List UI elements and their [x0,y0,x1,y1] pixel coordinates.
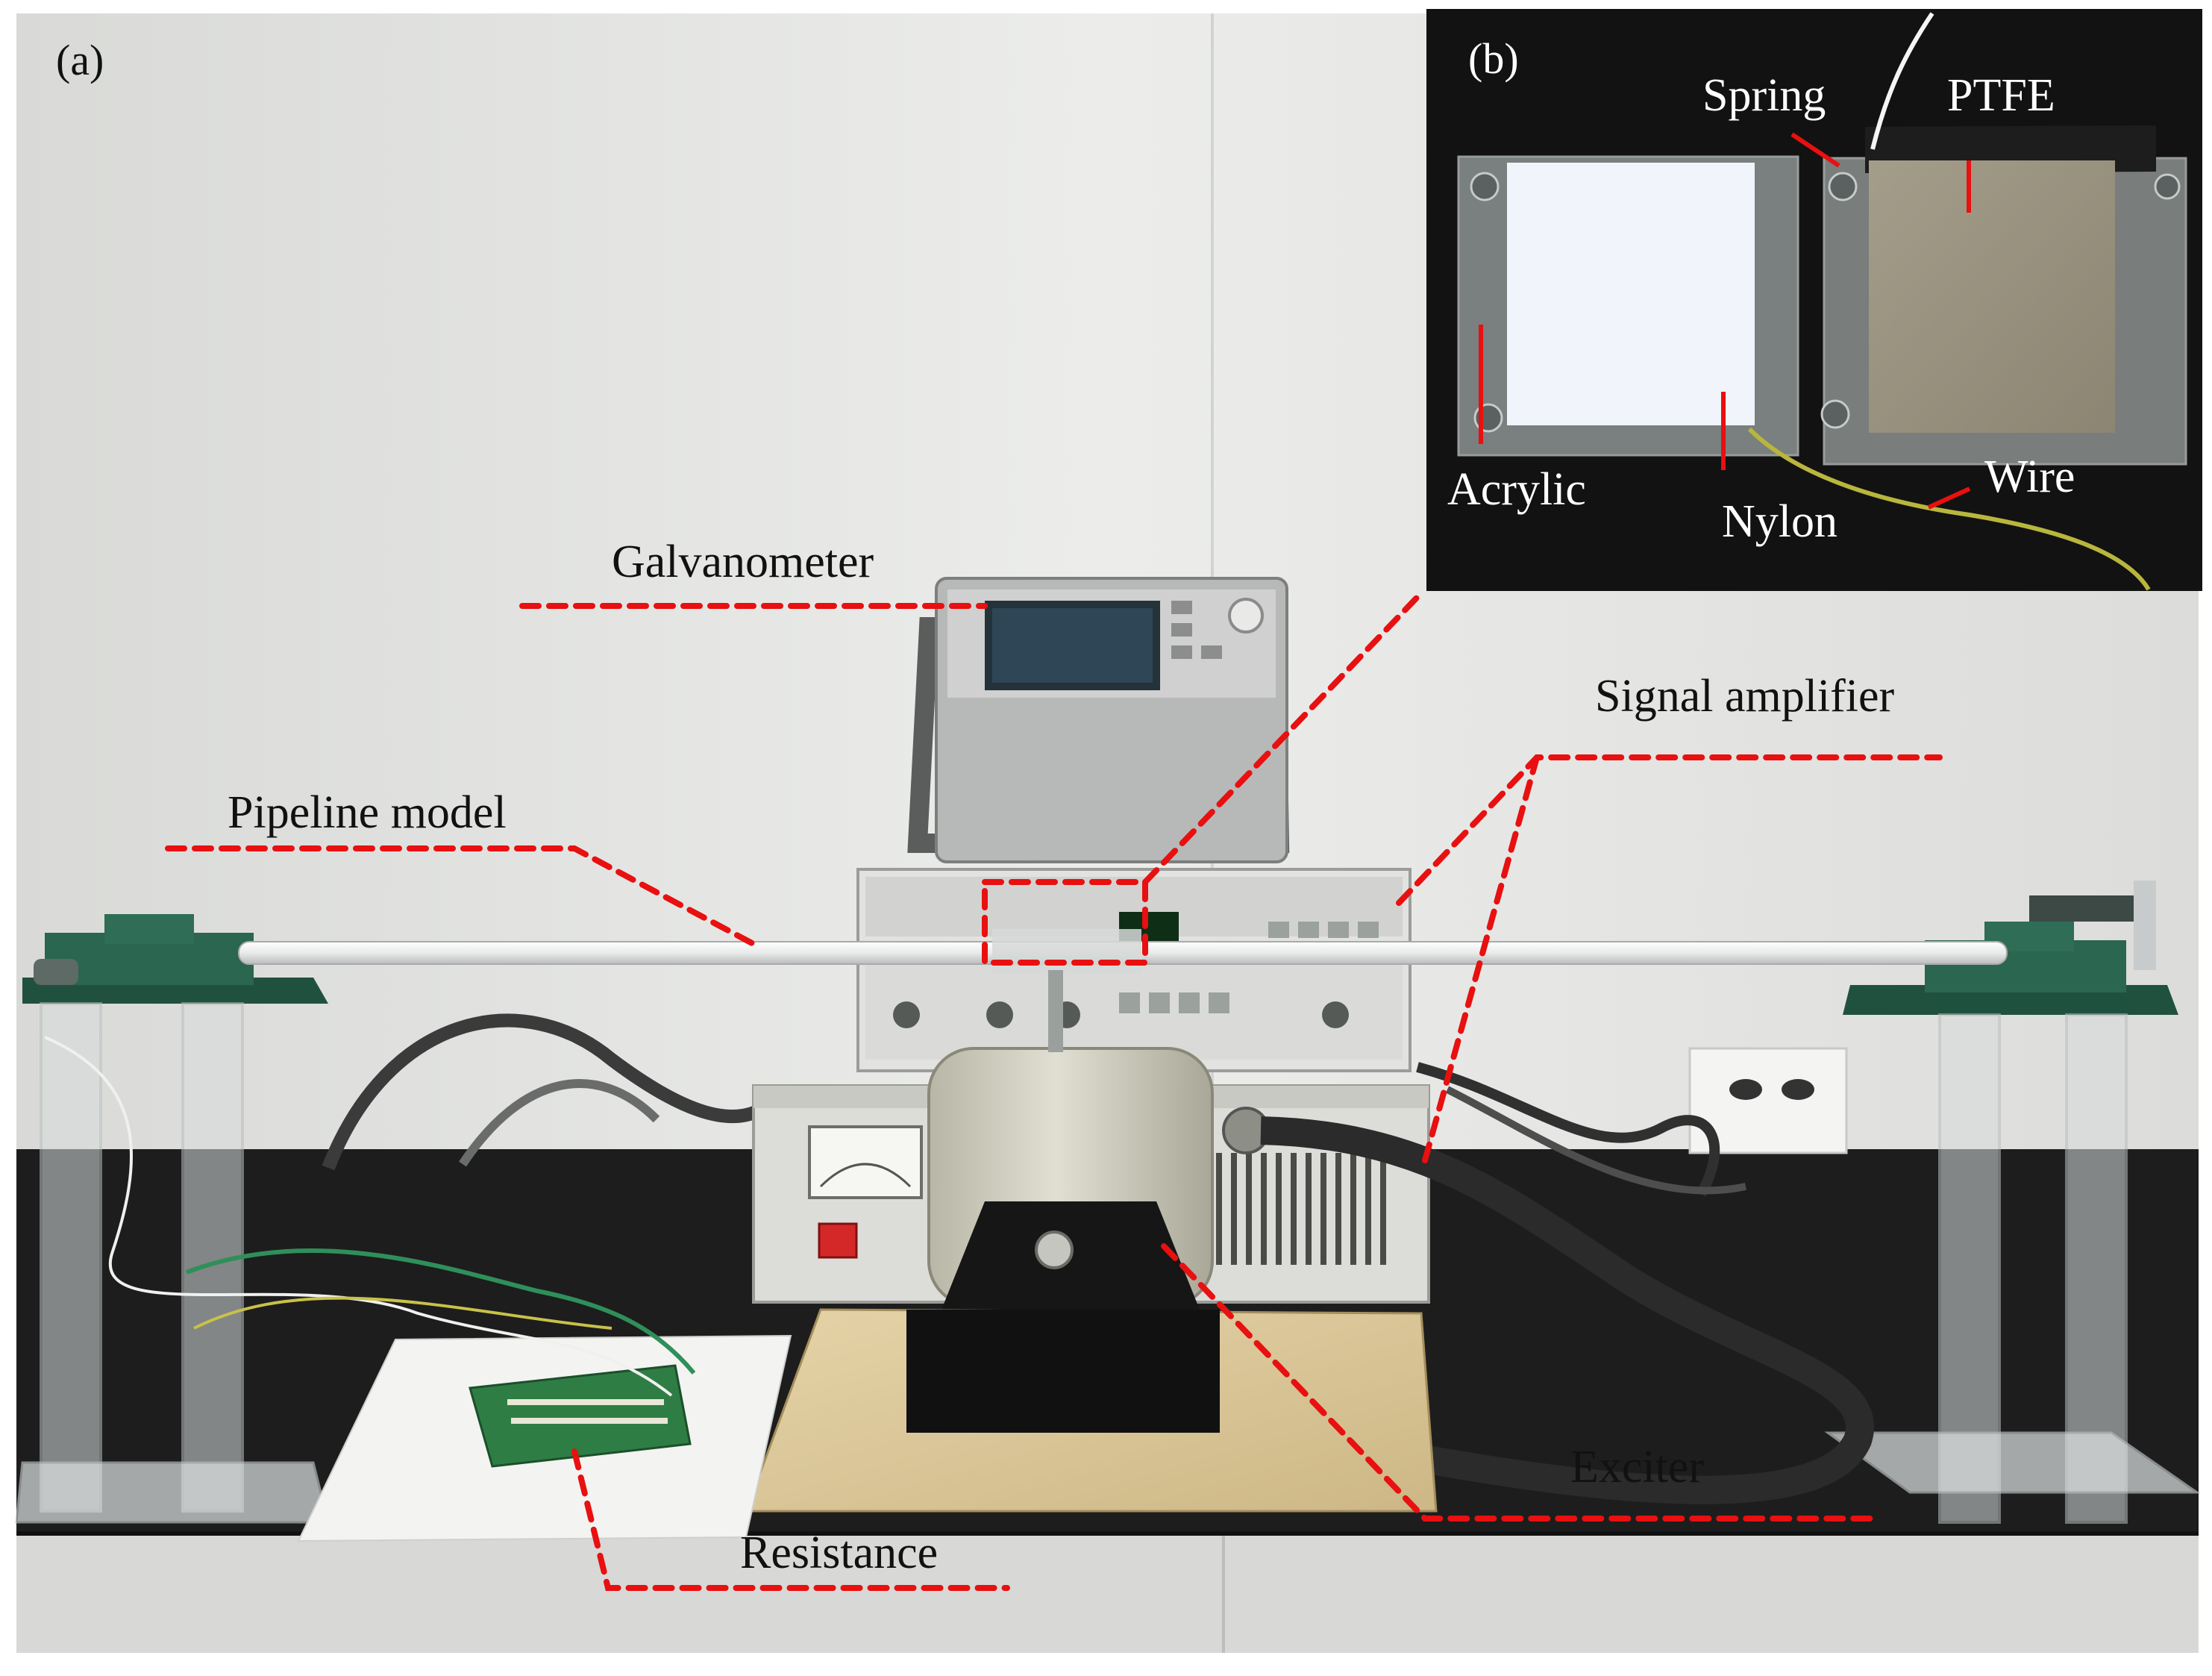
signal-amplifier-label: Signal amplifier [1595,671,1895,722]
spring-label: Spring [1702,70,1826,121]
spring-leader [1790,132,1840,168]
resistance-board [469,1364,692,1468]
inset-connector-line [1142,594,1420,885]
nylon-label: Nylon [1722,496,1837,547]
panel-b-inset [1426,9,2202,591]
signal-amplifier-callout-b [1422,754,1540,1163]
exciter-label: Exciter [1570,1442,1705,1492]
exciter-callout [1161,1243,1876,1522]
resistance-label: Resistance [740,1528,939,1578]
sensor-focus-box [982,879,1148,966]
bench-front-panel [16,1533,2199,1653]
panel-a-tag: (a) [56,36,104,84]
galvanometer-unit [907,577,1290,863]
pipeline-model-callout [165,845,756,947]
ptfe-film [1869,160,2115,433]
acrylic-label: Acrylic [1447,464,1586,515]
ptfe-label: PTFE [1947,70,2055,121]
nylon-film [1507,163,1755,425]
wire-label: Wire [1984,451,2075,502]
callout-lines [165,594,1943,1591]
pipeline-model [238,929,2008,974]
right-support-stand [1824,881,2201,1524]
resistance-callout [571,1448,1010,1591]
pipeline-model-label: Pipeline model [228,787,507,838]
galvanometer-label: Galvanometer [612,537,874,587]
wire-leader [1927,487,1971,510]
panel-b-tag: (b) [1468,34,1519,83]
